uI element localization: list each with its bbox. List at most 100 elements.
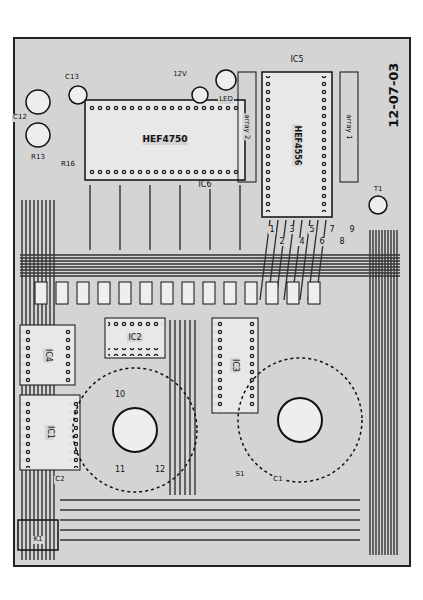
trace <box>387 230 388 555</box>
pcb-label: array 2 <box>243 113 251 140</box>
trace <box>20 272 400 273</box>
ic-pins <box>265 76 273 212</box>
trace <box>189 320 190 495</box>
pcb-label: array 1 <box>345 113 353 140</box>
trace <box>149 185 150 250</box>
resistor-row <box>35 282 320 304</box>
trace <box>372 230 373 555</box>
rotary-switch <box>73 368 197 492</box>
pcb-label: T1 <box>373 186 384 194</box>
resistor-symbol <box>140 282 152 304</box>
trace <box>20 263 400 264</box>
pcb-label: 11 <box>114 466 126 475</box>
pcb-label: 3 <box>288 226 295 235</box>
trace <box>20 269 400 270</box>
ic-pins <box>321 76 329 212</box>
ic-pins <box>214 320 222 410</box>
pcb-label: 6 <box>318 238 325 247</box>
pcb-label: 12-07-03 <box>388 61 402 128</box>
trace <box>60 499 360 500</box>
pcb-label: IC4 <box>44 347 53 362</box>
trace <box>89 185 90 250</box>
ic-pins <box>64 328 72 382</box>
pcb-label: 5 <box>308 226 315 235</box>
trace <box>20 275 400 276</box>
resistor-symbol <box>287 282 299 304</box>
resistor-symbol <box>56 282 68 304</box>
ic-pins <box>22 328 30 382</box>
resistor-symbol <box>203 282 215 304</box>
resistor-array <box>340 72 358 182</box>
ic-footprint <box>85 100 245 180</box>
pcb-label: LED <box>218 96 234 104</box>
resistor-symbol <box>98 282 110 304</box>
resistor-symbol <box>224 282 236 304</box>
resistor-symbol <box>308 282 320 304</box>
trace <box>390 230 391 555</box>
trace <box>60 529 360 530</box>
pcb-label: R16 <box>60 161 76 169</box>
pcb-label: 2 <box>278 238 285 247</box>
ic-footprint <box>212 318 258 413</box>
trace <box>194 320 195 495</box>
pcb-label: C13 <box>64 74 80 82</box>
capacitor <box>26 90 50 114</box>
pcb-board <box>14 38 410 566</box>
pcb-label: 1 <box>268 226 275 235</box>
pcb-label: IC1 <box>46 424 55 439</box>
trace <box>20 257 400 258</box>
trace <box>20 266 400 267</box>
trace <box>393 230 394 555</box>
ic-footprint <box>20 325 75 385</box>
trace <box>209 185 210 250</box>
trace <box>179 185 180 250</box>
pcb-label: R13 <box>30 154 46 162</box>
pcb-label: 12 <box>154 466 166 475</box>
trace <box>60 539 360 540</box>
ic-pins <box>88 103 240 111</box>
trace <box>60 509 360 510</box>
pcb-label: 12V <box>172 71 188 79</box>
resistor-symbol <box>245 282 257 304</box>
trace <box>381 230 382 555</box>
pcb-label: K1 <box>32 536 43 544</box>
resistor-symbol <box>35 282 47 304</box>
trace <box>169 320 170 495</box>
pcb-label: HEF4556 <box>293 124 302 166</box>
pcb-label: 8 <box>338 238 345 247</box>
ic-pins <box>108 348 162 356</box>
resistor-symbol <box>161 282 173 304</box>
regulator <box>192 87 208 103</box>
pcb-label: IC5 <box>289 56 304 65</box>
pcb-label: IC3 <box>231 357 240 372</box>
trace <box>369 230 370 555</box>
led <box>216 70 236 90</box>
trace <box>384 230 385 555</box>
ic-pins <box>22 398 30 468</box>
resistor-symbol <box>266 282 278 304</box>
trace <box>239 185 240 250</box>
transistor <box>369 196 387 214</box>
resistor-symbol <box>182 282 194 304</box>
switch-shaft <box>278 398 322 442</box>
trace <box>179 320 180 495</box>
trace <box>378 230 379 555</box>
ic-footprint <box>20 395 80 470</box>
capacitor <box>26 123 50 147</box>
trace <box>20 260 400 261</box>
ic-footprint <box>105 318 165 358</box>
pcb-label: IC6 <box>197 181 212 190</box>
pcb-label: 7 <box>328 226 335 235</box>
pcb-label: HEF4750 <box>142 135 189 145</box>
pcb-label: S1 <box>235 471 246 479</box>
ic-footprint <box>262 72 332 217</box>
capacitor <box>69 86 87 104</box>
trace <box>174 320 175 495</box>
resistor-array <box>238 72 256 182</box>
pcb-label: 10 <box>114 391 126 400</box>
trace <box>20 254 400 255</box>
pcb-label: C1 <box>272 476 283 484</box>
pcb-label: C12 <box>12 114 28 122</box>
trace <box>119 185 120 250</box>
